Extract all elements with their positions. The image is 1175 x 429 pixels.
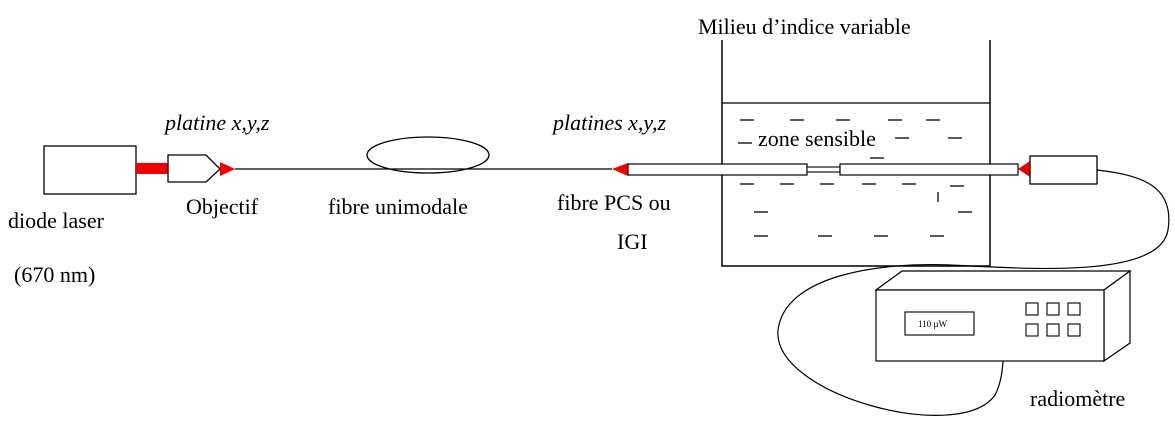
objective-label: Objectif <box>186 194 259 219</box>
radiometer-label: radiomètre <box>1030 386 1125 411</box>
pcs-fibre-left-segment <box>627 163 808 176</box>
tank-walls <box>721 40 991 267</box>
pcs-fibre-input-arrow <box>612 163 628 176</box>
output-connector <box>1029 155 1098 185</box>
stages-2-label: platines x,y,z <box>551 110 666 135</box>
liquid-dashes <box>738 119 972 237</box>
laser-diode-box <box>43 145 137 195</box>
meter-display <box>904 311 975 336</box>
sensitive-zone-label: zone sensible <box>758 126 876 151</box>
fibre-coil <box>366 136 490 174</box>
output-red-marker <box>1018 161 1030 177</box>
objective-output-arrow <box>220 162 235 176</box>
pcs-fibre-label-line2: IGI <box>617 229 648 254</box>
single-mode-fibre-label: fibre unimodale <box>328 194 468 219</box>
meter-reading: 110 µW <box>918 319 948 329</box>
radiometer-buttons <box>1025 302 1081 337</box>
pcs-fibre-right-segment <box>839 163 1019 176</box>
pcs-fibre-label-line1: fibre PCS ou <box>557 190 671 215</box>
stripped-core-sensitive-zone <box>806 166 841 173</box>
stage-1-label: platine x,y,z <box>163 110 270 135</box>
laser-beam-connector <box>136 163 168 174</box>
diode-label: diode laser <box>8 208 105 233</box>
objective-lens <box>167 154 221 183</box>
wavelength-label: (670 nm) <box>14 262 95 287</box>
cable-to-radiometer <box>777 169 1170 416</box>
medium-title: Milieu d’indice variable <box>698 14 911 39</box>
